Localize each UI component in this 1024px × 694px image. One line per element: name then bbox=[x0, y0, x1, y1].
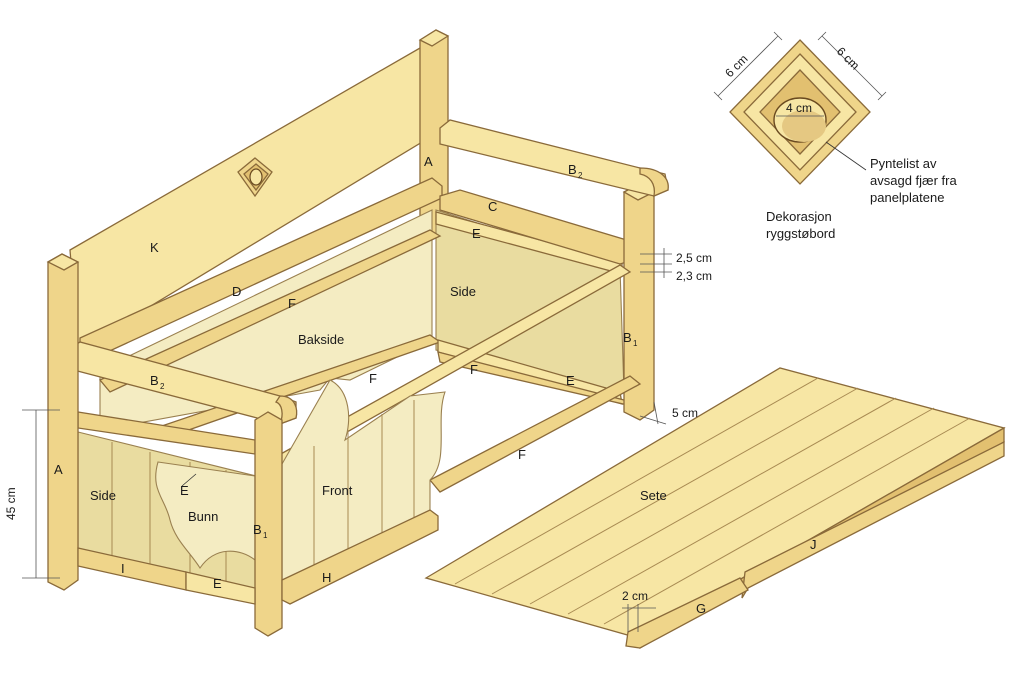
rail-g bbox=[625, 577, 749, 649]
label-b2-left: B bbox=[150, 373, 159, 388]
rail-h bbox=[281, 509, 439, 605]
label-e-right: E bbox=[566, 373, 575, 388]
note-moulding-1: Pyntelist av bbox=[870, 156, 937, 171]
label-f-top: F bbox=[288, 296, 296, 311]
front-left-post-a bbox=[47, 253, 79, 591]
rail-e-bottom bbox=[185, 571, 256, 605]
seat-grooves bbox=[454, 377, 971, 625]
label-a-front: A bbox=[54, 462, 63, 477]
label-i: I bbox=[121, 561, 125, 576]
dim-5-cm: 5 cm bbox=[672, 406, 698, 420]
label-b2-right: B bbox=[568, 162, 577, 177]
label-h: H bbox=[322, 570, 331, 585]
label-j: J bbox=[810, 537, 817, 552]
dim-4-cm: 4 cm bbox=[786, 101, 812, 115]
label-bunn: Bunn bbox=[188, 509, 218, 524]
right-armrest-b2 bbox=[439, 119, 669, 197]
label-k: K bbox=[150, 240, 159, 255]
label-f-mid-left: F bbox=[369, 371, 377, 386]
label-side-right: Side bbox=[450, 284, 476, 299]
label-c: C bbox=[488, 199, 497, 214]
dim-45-cm: 45 cm bbox=[4, 487, 18, 520]
note-decoration-2: ryggstøbord bbox=[766, 226, 835, 241]
label-b2-left-sub: 2 bbox=[160, 382, 165, 391]
label-f-mid-right: F bbox=[470, 362, 478, 377]
label-sete: Sete bbox=[640, 488, 667, 503]
rail-f-top bbox=[98, 229, 442, 393]
label-b2-right-sub: 2 bbox=[578, 171, 583, 180]
dim-2-3-cm: 2,3 cm bbox=[676, 269, 712, 283]
label-front: Front bbox=[322, 483, 353, 498]
label-f-front: F bbox=[518, 447, 526, 462]
label-e-back: E bbox=[472, 226, 481, 241]
label-side-left: Side bbox=[90, 488, 116, 503]
label-bakside: Bakside bbox=[298, 332, 344, 347]
front-panel bbox=[281, 379, 446, 599]
decoration-detail bbox=[713, 31, 887, 185]
dim-6-cm-left: 6 cm bbox=[722, 52, 750, 80]
front-right-post-b1 bbox=[254, 411, 283, 637]
dim-2-5-cm: 2,5 cm bbox=[676, 251, 712, 265]
label-e-left: E bbox=[180, 483, 189, 498]
dim-2-cm: 2 cm bbox=[622, 589, 648, 603]
rail-f-front bbox=[428, 375, 642, 493]
bottom-panel bbox=[155, 461, 256, 570]
label-d: D bbox=[232, 284, 241, 299]
label-a-back: A bbox=[424, 154, 433, 169]
label-b1-right: B bbox=[623, 330, 632, 345]
note-moulding-2: avsagd fjær fra bbox=[870, 173, 957, 188]
backrest-decoration bbox=[237, 157, 273, 198]
label-e-bottom: E bbox=[213, 576, 222, 591]
note-decoration-1: Dekorasjon bbox=[766, 209, 832, 224]
label-b1-front-sub: 1 bbox=[263, 531, 268, 540]
label-b1-front: B bbox=[253, 522, 262, 537]
dim-6-cm-right: 6 cm bbox=[834, 44, 862, 72]
label-g: G bbox=[696, 601, 706, 616]
label-b1-right-sub: 1 bbox=[633, 339, 638, 348]
note-moulding-3: panelplatene bbox=[870, 190, 944, 205]
